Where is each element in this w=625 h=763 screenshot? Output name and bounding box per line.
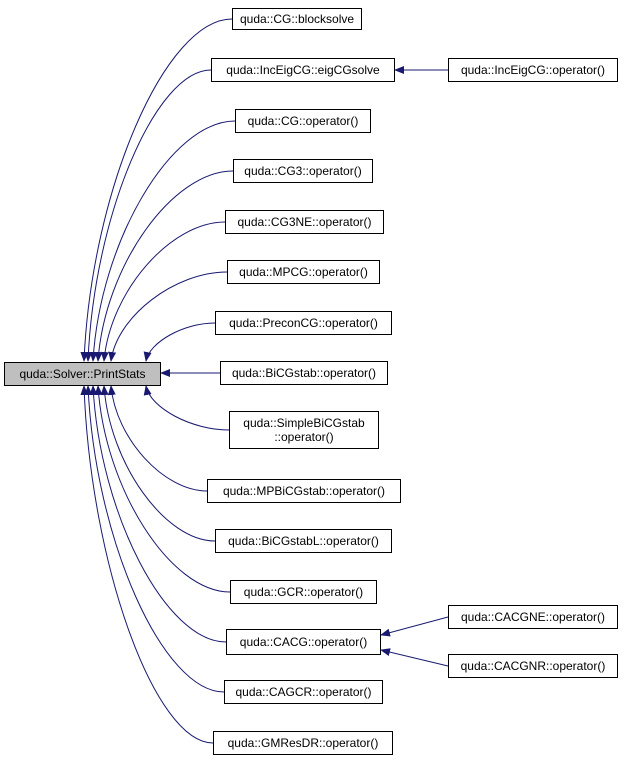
edge-inceigcg-eigcgsolve-to-printstats [84, 69, 212, 362]
edge-cg3-operator-to-printstats [94, 170, 234, 362]
edge-cacgne-operator-to-cacg-operator [380, 616, 449, 637]
node-preconcg-operator[interactable]: quda::PreconCG::operator() [215, 311, 392, 335]
edge-cg3ne-operator-to-printstats [100, 221, 226, 362]
node-cacgnr-operator[interactable]: quda::CACGNR::operator() [448, 654, 618, 678]
edge-cacgnr-operator-to-cacg-operator [380, 648, 449, 667]
edge-cagcr-operator-to-printstats [84, 385, 225, 693]
edge-mpcg-operator-to-printstats [108, 271, 228, 362]
edge-bicgstabl-operator-to-printstats [100, 385, 216, 542]
node-cacgne-operator[interactable]: quda::CACGNE::operator() [448, 605, 618, 629]
edge-cacg-operator-to-printstats [89, 385, 227, 643]
node-gmresdr-operator[interactable]: quda::GMResDR::operator() [213, 731, 393, 755]
node-cg3-operator[interactable]: quda::CG3::operator() [233, 159, 373, 183]
edge-cg-blocksolve-to-printstats [80, 18, 233, 362]
node-simplebicgstab-operator[interactable]: quda::SimpleBiCGstab ::operator() [229, 411, 379, 449]
node-inceigcg-eigcgsolve[interactable]: quda::IncEigCG::eigCGsolve [211, 58, 395, 82]
node-bicgstabl-operator[interactable]: quda::BiCGstabL::operator() [215, 529, 392, 553]
node-inceigcg-operator[interactable]: quda::IncEigCG::operator() [448, 58, 618, 82]
node-cg3ne-operator[interactable]: quda::CG3NE::operator() [225, 210, 384, 234]
edge-gmresdr-operator-to-printstats [80, 385, 214, 744]
node-bicgstab-operator[interactable]: quda::BiCGstab::operator() [220, 361, 388, 385]
node-mpbicgstab-operator[interactable]: quda::MPBiCGstab::operator() [207, 479, 401, 503]
edge-gcr-operator-to-printstats [94, 385, 231, 593]
node-cacg-operator[interactable]: quda::CACG::operator() [226, 629, 381, 655]
node-cg-blocksolve[interactable]: quda::CG::blocksolve [232, 8, 362, 30]
node-cg-operator[interactable]: quda::CG::operator() [235, 109, 371, 133]
edge-preconcg-operator-to-printstats [143, 322, 216, 362]
edge-mpbicgstab-operator-to-printstats [107, 385, 208, 492]
node-solver-printstats: quda::Solver::PrintStats [4, 362, 161, 386]
node-gcr-operator[interactable]: quda::GCR::operator() [230, 580, 377, 604]
node-cagcr-operator[interactable]: quda::CAGCR::operator() [224, 680, 383, 704]
edge-cg-operator-to-printstats [89, 120, 236, 362]
node-mpcg-operator[interactable]: quda::MPCG::operator() [227, 260, 380, 284]
edge-simplebicgstab-operator-to-printstats [143, 385, 230, 431]
